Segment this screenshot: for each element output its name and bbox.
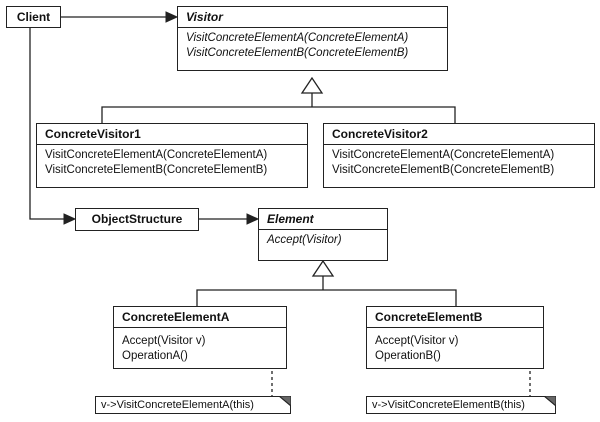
element-operations: Accept(Visitor) (259, 229, 387, 250)
objectstructure-arrowhead (63, 213, 77, 225)
concrete-element-b-name: ConcreteElementB (375, 310, 483, 324)
client-class-box[interactable]: Client (6, 6, 61, 28)
concrete-visitor-1-operation: VisitConcreteElementA(ConcreteElementA) (45, 149, 268, 161)
client-objectstructure-association (29, 28, 66, 220)
visitor-inheritance-branch (101, 106, 456, 123)
concrete-visitor-1-operation: VisitConcreteElementB(ConcreteElementB) (45, 164, 268, 176)
element-inheritance-triangle (311, 259, 335, 277)
note-fold-icon (279, 396, 291, 406)
concrete-element-a-name: ConcreteElementA (122, 310, 230, 324)
concrete-element-b-operations: Accept(Visitor v) OperationB() (367, 327, 543, 366)
concrete-element-a-note-text: v->VisitConcreteElementA(this) (101, 399, 254, 411)
concrete-element-a-note[interactable]: v->VisitConcreteElementA(this) (95, 396, 291, 414)
concrete-element-b-operation: OperationB() (375, 350, 441, 362)
concrete-visitor-2-name: ConcreteVisitor2 (332, 127, 428, 141)
visitor-operations: VisitConcreteElementA(ConcreteElementA) … (178, 27, 447, 63)
concrete-element-b-operation: Accept(Visitor v) (375, 335, 459, 347)
element-class-box[interactable]: Element Accept(Visitor) (258, 208, 388, 261)
element-operation: Accept(Visitor) (267, 234, 342, 246)
visitor-name: Visitor (186, 10, 223, 24)
concrete-visitor-1-name: ConcreteVisitor1 (45, 127, 141, 141)
concrete-visitor-2-class-box[interactable]: ConcreteVisitor2 VisitConcreteElementA(C… (323, 123, 595, 188)
concrete-visitor-2-operation: VisitConcreteElementB(ConcreteElementB) (332, 164, 555, 176)
concrete-element-b-note-text: v->VisitConcreteElementB(this) (372, 399, 525, 411)
concrete-visitor-2-operations: VisitConcreteElementA(ConcreteElementA) … (324, 144, 594, 180)
concrete-element-a-class-box[interactable]: ConcreteElementA Accept(Visitor v) Opera… (113, 306, 287, 369)
visitor-operation: VisitConcreteElementA(ConcreteElementA) (186, 32, 409, 44)
concrete-visitor-2-operation: VisitConcreteElementA(ConcreteElementA) (332, 149, 555, 161)
aggregation-dot (246, 215, 254, 223)
concrete-element-a-operation: OperationA() (122, 350, 188, 362)
visitor-class-box[interactable]: Visitor VisitConcreteElementA(ConcreteEl… (177, 6, 448, 71)
concrete-element-a-operation: Accept(Visitor v) (122, 335, 206, 347)
concrete-element-b-class-box[interactable]: ConcreteElementB Accept(Visitor v) Opera… (366, 306, 544, 369)
concrete-element-b-note[interactable]: v->VisitConcreteElementB(this) (366, 396, 556, 414)
element-inheritance-branch (196, 289, 457, 306)
concrete-visitor-1-operations: VisitConcreteElementA(ConcreteElementA) … (37, 144, 307, 180)
visitor-inheritance-triangle (300, 76, 324, 94)
visitor-arrowhead (165, 11, 179, 23)
concrete-visitor-1-class-box[interactable]: ConcreteVisitor1 VisitConcreteElementA(C… (36, 123, 308, 188)
visitor-operation: VisitConcreteElementB(ConcreteElementB) (186, 47, 409, 59)
element-name: Element (267, 212, 314, 226)
object-structure-name: ObjectStructure (91, 212, 183, 226)
object-structure-class-box[interactable]: ObjectStructure (75, 208, 199, 231)
client-label: Client (16, 10, 51, 24)
note-fold-icon (544, 396, 556, 406)
concrete-element-a-operations: Accept(Visitor v) OperationA() (114, 327, 286, 366)
